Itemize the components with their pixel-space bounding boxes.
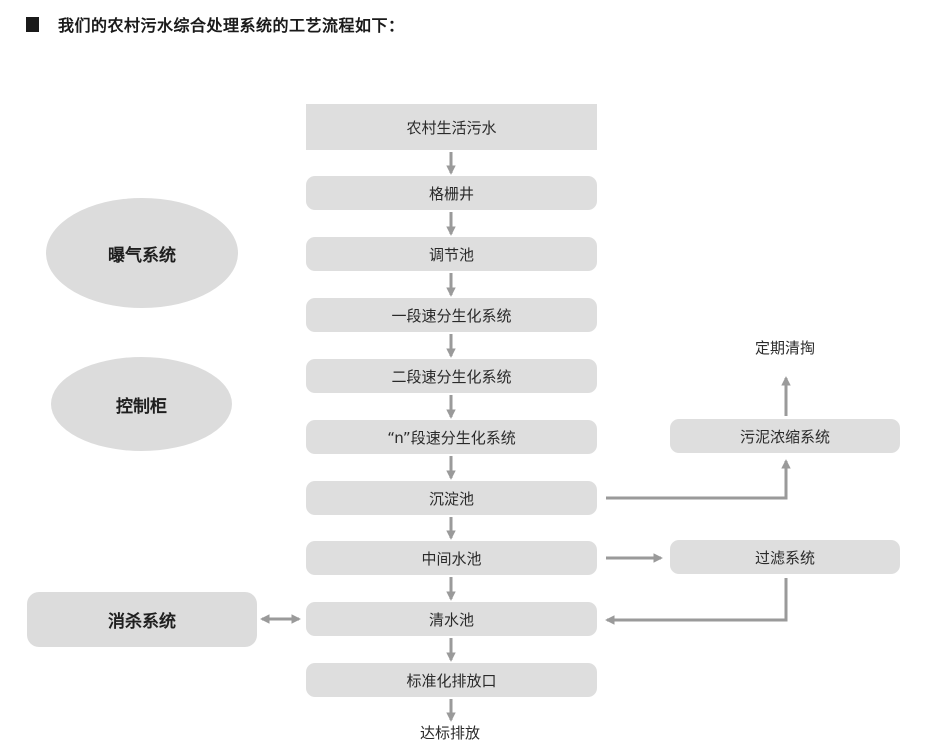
page-title: 我们的农村污水综合处理系统的工艺流程如下： (58, 16, 405, 35)
arrow-to-sludge (606, 459, 791, 500)
sludge-thickening-system: 污泥浓缩系统 (670, 419, 900, 453)
step-stage-1-system: 一段速分生化系统 (306, 298, 597, 332)
control-cabinet: 控制柜 (51, 357, 232, 451)
header-bullet-icon (26, 16, 39, 32)
step-grille-well: 格栅井 (306, 176, 597, 210)
flow-output-label: 达标排放 (419, 724, 480, 742)
step-discharge-outlet: 标准化排放口 (306, 663, 597, 697)
disinfection-system: 消杀系统 (27, 592, 257, 647)
regular-cleanup-label: 定期清掏 (754, 339, 815, 357)
step-clear-water-pool: 清水池 (306, 602, 597, 636)
step-stage-n-system: “n”段速分生化系统 (306, 420, 597, 454)
step-regulating-pool: 调节池 (306, 237, 597, 271)
filtration-system: 过滤系统 (670, 540, 900, 574)
step-intermediate-pool: 中间水池 (306, 541, 597, 575)
header: 我们的农村污水综合处理系统的工艺流程如下： (26, 12, 405, 36)
aeration-system: 曝气系统 (46, 198, 238, 308)
step-rural-sewage: 农村生活污水 (306, 104, 597, 150)
arrow-filter-return (605, 578, 788, 625)
step-stage-2-system: 二段速分生化系统 (306, 359, 597, 393)
step-sedimentation-pool: 沉淀池 (306, 481, 597, 515)
